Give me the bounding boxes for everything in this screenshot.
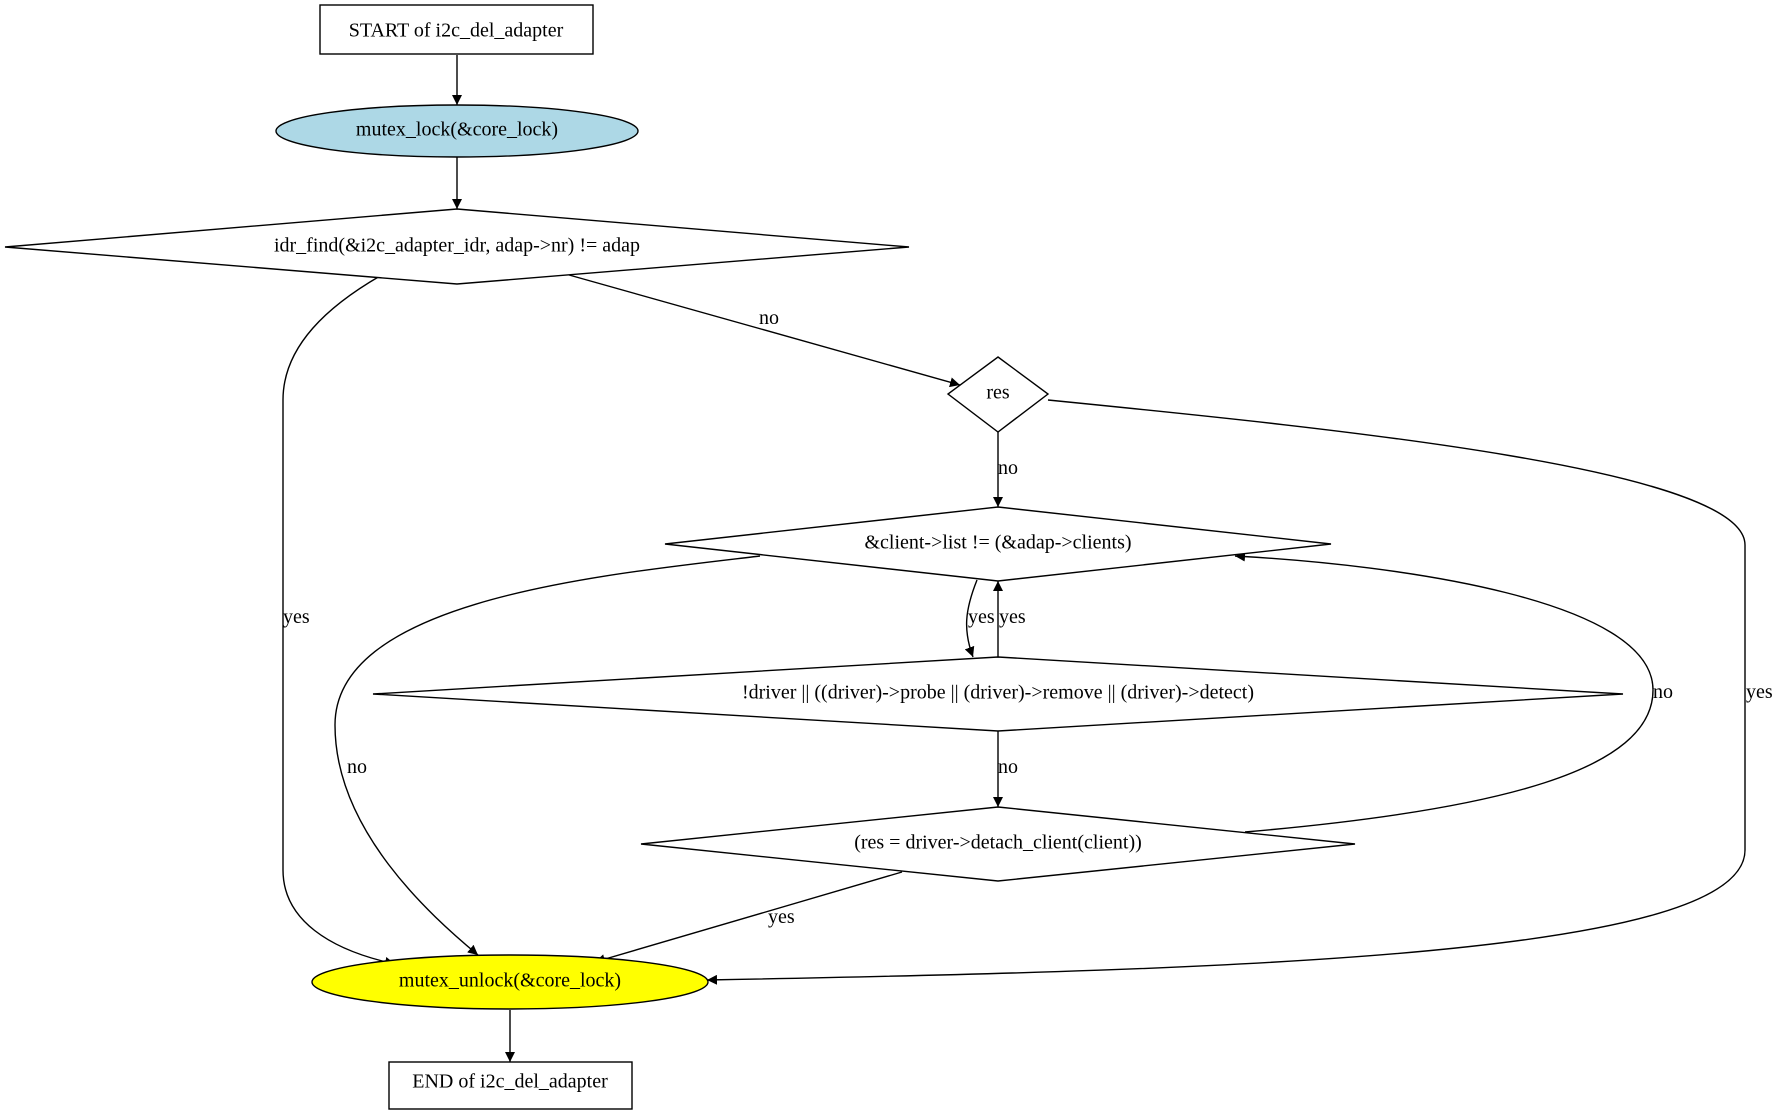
node-res: res (946, 356, 1050, 433)
node-driver-check: !driver || ((driver)->probe || (driver)-… (372, 656, 1624, 732)
mutex-unlock-label: mutex_unlock(&core_lock) (399, 970, 621, 992)
edge-labels: yes no no yes yes yes no no no yes (283, 307, 1773, 928)
mutex-lock-label: mutex_lock(&core_lock) (356, 119, 558, 141)
driver-check-diamond (372, 656, 1624, 732)
edge-label-idr-no: no (759, 307, 779, 329)
edge-label-res-no: no (998, 457, 1018, 479)
res-label: res (986, 382, 1010, 404)
edge-label-detach-no: no (1653, 681, 1673, 703)
edge-label-idr-yes: yes (283, 606, 310, 628)
edge-detach-to-unlock-yes (594, 871, 903, 964)
idr-find-diamond (4, 208, 910, 285)
edge-idr-to-unlock-yes (282, 275, 396, 967)
nodes: START of i2c_del_adapter mutex_lock(&cor… (4, 4, 1624, 1110)
node-mutex-unlock: mutex_unlock(&core_lock) (311, 954, 709, 1010)
client-list-label: &client->list != (&adap->clients) (864, 532, 1131, 554)
edge-label-client-no: no (347, 756, 367, 778)
detach-client-diamond (640, 806, 1356, 882)
edge-client-to-unlock-no (334, 555, 761, 956)
idr-find-label: idr_find(&i2c_adapter_idr, adap->nr) != … (274, 235, 640, 257)
edge-detach-to-client-no (1234, 551, 1654, 833)
edge-label-driver-to-client-yes: yes (999, 606, 1026, 628)
edge-label-detach-yes: yes (768, 906, 795, 928)
edge-label-client-to-driver-yes: yes (968, 606, 995, 628)
edge-client-to-driver-yes (964, 579, 978, 658)
start-box (319, 4, 594, 55)
driver-check-label: !driver || ((driver)->probe || (driver)-… (742, 682, 1254, 704)
edge-res-to-unlock-yes (706, 399, 1746, 985)
end-box (388, 1061, 633, 1110)
edge-label-driver-no: no (998, 756, 1018, 778)
mutex-lock-ellipse (275, 104, 639, 158)
start-label: START of i2c_del_adapter (349, 20, 564, 42)
detach-client-label: (res = driver->detach_client(client)) (854, 832, 1142, 854)
node-detach-client: (res = driver->detach_client(client)) (640, 806, 1356, 882)
res-diamond (946, 356, 1050, 433)
edge-idr-to-res-no (561, 272, 961, 388)
client-list-diamond (664, 506, 1332, 582)
node-mutex-lock: mutex_lock(&core_lock) (275, 104, 639, 158)
node-client-list: &client->list != (&adap->clients) (664, 506, 1332, 582)
edges (282, 55, 1746, 1062)
edge-label-res-yes: yes (1746, 681, 1773, 703)
node-start: START of i2c_del_adapter (319, 4, 594, 55)
mutex-unlock-ellipse (311, 954, 709, 1010)
node-end: END of i2c_del_adapter (388, 1061, 633, 1110)
node-idr-find: idr_find(&i2c_adapter_idr, adap->nr) != … (4, 208, 910, 285)
end-label: END of i2c_del_adapter (412, 1071, 608, 1093)
